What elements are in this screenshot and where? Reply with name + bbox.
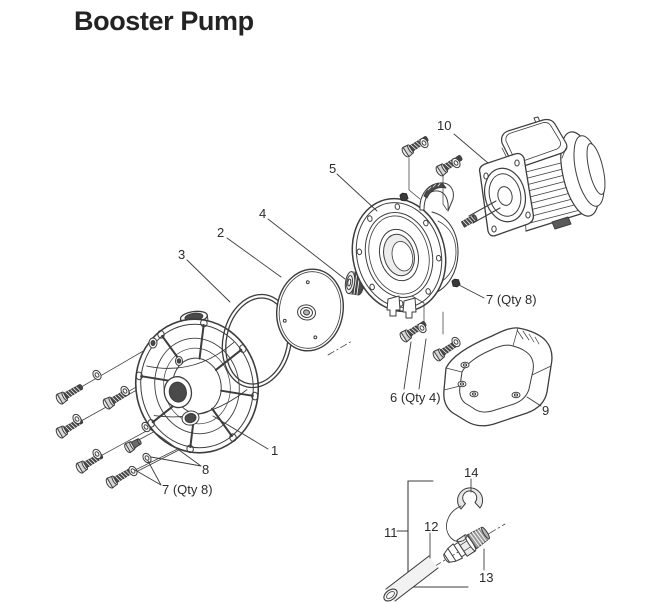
kit-bracket: [407, 480, 469, 588]
callout-13: 13: [479, 570, 494, 585]
callout-4: 4: [259, 206, 267, 221]
retainer-clip: [446, 487, 484, 543]
flange-bolts: [397, 133, 465, 363]
callout-2: 2: [217, 225, 225, 240]
pump-housing: [134, 310, 260, 454]
callout-12: 12: [424, 519, 439, 534]
motor: [460, 116, 606, 237]
seal-plate-disc: [276, 268, 344, 352]
flange-housing: [351, 182, 461, 319]
tube: [383, 555, 439, 602]
callout-14: 14: [464, 465, 479, 480]
callout-1: 1: [271, 443, 279, 458]
callout-7-left: 7 (Qty 8): [162, 482, 213, 497]
handle: [419, 182, 454, 212]
pump-base: [443, 327, 553, 427]
mounting-bolts-left: [54, 368, 140, 490]
callout-8: 8: [202, 462, 210, 477]
callout-5: 5: [329, 161, 337, 176]
motor-shaft: [460, 200, 501, 228]
callout-9: 9: [542, 403, 550, 418]
page-title: Booster Pump: [74, 6, 254, 36]
callout-3: 3: [178, 247, 186, 262]
callout-6: 6 (Qty 4): [390, 390, 441, 405]
callout-10: 10: [437, 118, 452, 133]
o-ring: [221, 293, 293, 389]
leader-lines: [134, 133, 542, 571]
drain-plugs: [122, 420, 154, 465]
barb-fitting: [443, 526, 490, 563]
callout-11: 11: [384, 525, 398, 540]
callout-7-right: 7 (Qty 8): [486, 292, 537, 307]
hose-kit: [383, 480, 506, 602]
